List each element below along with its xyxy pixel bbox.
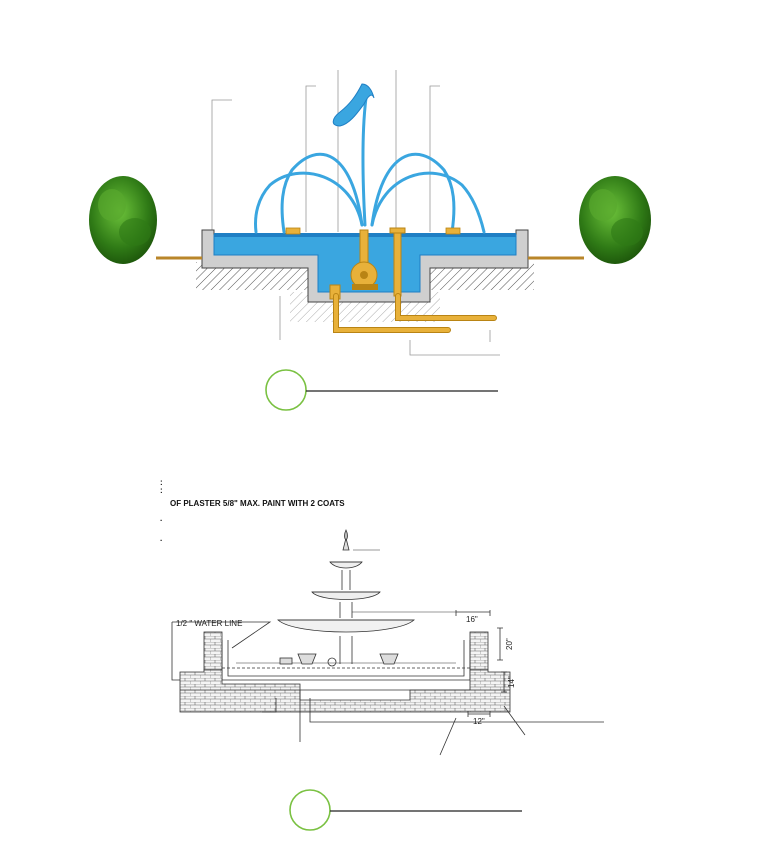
line-fountain-section — [171, 529, 604, 831]
dim-20-label: 20" — [505, 638, 514, 650]
section-marker-circle-top — [265, 369, 307, 411]
section-marker-circle-bottom — [289, 789, 331, 831]
water-line-label: 1/2 " WATER LINE — [176, 619, 242, 628]
dimension-lines — [352, 610, 507, 717]
tiered-fountain — [276, 529, 416, 667]
dim-14-label: 14" — [507, 676, 516, 688]
note-bullet-4: · — [160, 536, 163, 545]
central-jet-plume — [332, 83, 375, 127]
nozzles — [285, 227, 461, 235]
pool-walls — [203, 631, 489, 681]
bottom-leaders — [262, 690, 604, 756]
tree-right-icon — [579, 176, 651, 264]
underground-pipes — [333, 293, 497, 333]
note-plaster: OF PLASTER 5/8" MAX. PAINT WITH 2 COATS — [170, 499, 345, 508]
center-riser-pipe — [359, 229, 369, 267]
pump-icon — [350, 261, 378, 290]
water-jet-arcs — [254, 96, 486, 234]
floor-jets — [279, 653, 399, 665]
dim-12-label: 12" — [473, 717, 485, 726]
side-riser-pipe — [393, 229, 402, 297]
colored-fountain-section — [89, 70, 651, 411]
water-line-leader — [171, 621, 272, 681]
note-bullet-3: · — [160, 516, 163, 525]
note-bullet-1: : — [160, 478, 163, 487]
tree-left-icon — [89, 176, 157, 264]
leader-lines-top — [211, 70, 500, 356]
riser-cap — [389, 227, 406, 234]
dim-16-label: 16" — [466, 615, 478, 624]
note-bullet-2: : — [160, 486, 163, 495]
